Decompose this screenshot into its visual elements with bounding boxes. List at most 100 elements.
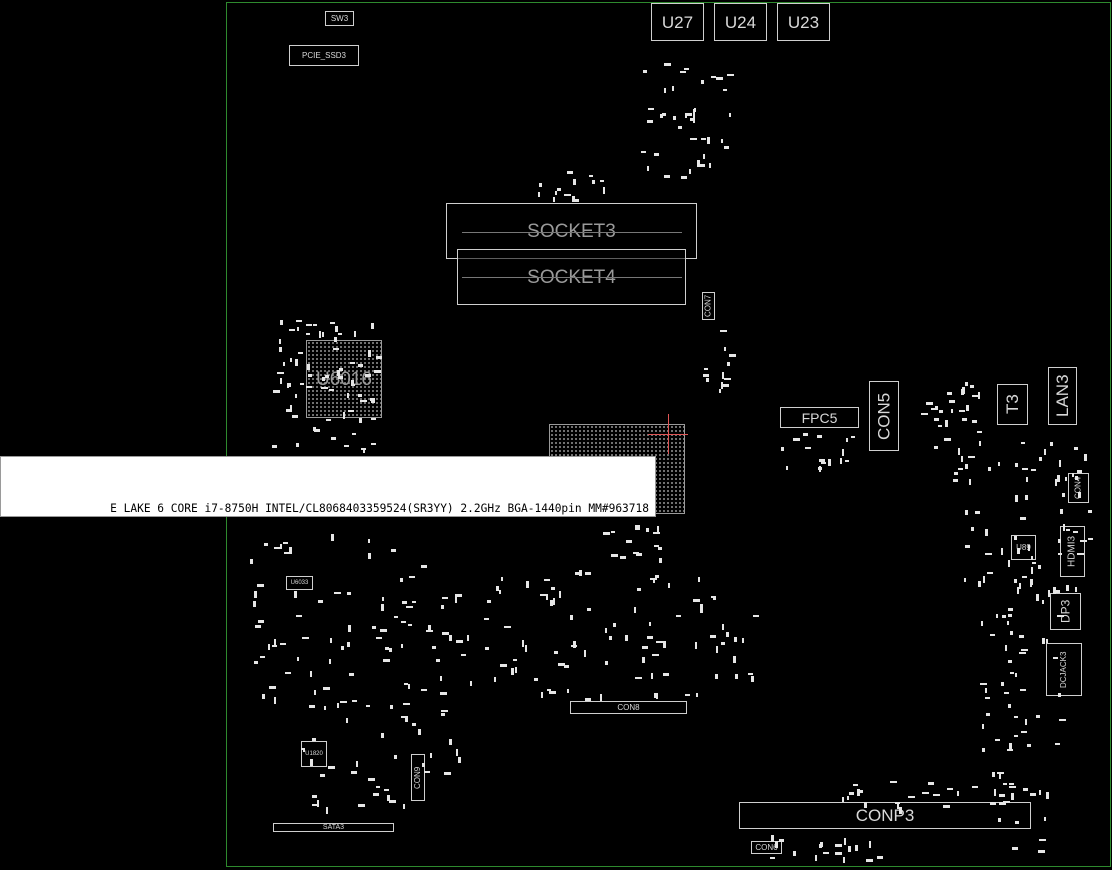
component-sata3[interactable]: SATA3 [273,823,394,832]
smd-pad [418,729,421,735]
smd-pad [290,405,292,410]
smd-pad [1020,689,1026,691]
smd-pad [647,636,653,639]
smd-pad [1010,672,1014,674]
smd-pad [326,419,331,421]
component-fpc5[interactable]: FPC5 [780,407,859,428]
component-con8[interactable]: CON8 [570,701,687,714]
smd-pad [969,479,971,485]
smd-pad [681,176,687,179]
smd-pad [330,638,332,643]
component-con7[interactable]: CON7 [702,292,715,320]
component-u89[interactable]: U89 [1011,535,1036,560]
smd-pad [389,648,392,652]
component-con6[interactable]: CON6 [751,841,782,854]
smd-pad [430,753,432,758]
smd-pad [382,597,384,601]
smd-pad [710,635,716,638]
smd-pad [1039,457,1042,461]
smd-pad [300,383,304,385]
component-pcie-ssd3[interactable]: PCIE_SSD3 [289,45,359,66]
smd-pad [312,738,316,741]
component-u23[interactable]: U23 [777,3,830,41]
smd-pad [779,839,784,842]
smd-pad [335,326,338,332]
smd-pad [400,578,403,582]
smd-pad [571,645,577,647]
smd-pad [847,796,849,800]
smd-pad [954,472,958,475]
smd-pad [274,547,281,549]
smd-pad [672,86,674,91]
smd-pad [859,790,863,793]
smd-pad [254,591,257,598]
smd-pad [693,599,700,602]
smd-pad [570,615,573,620]
smd-pad [1058,553,1062,555]
component-info-tooltip: E LAKE 6 CORE i7-8750H INTEL/CL806840335… [0,456,656,517]
component-hdmi3[interactable]: HDMI3 [1060,526,1085,577]
smd-pad [706,378,709,382]
component-conp3[interactable]: CONP3 [739,802,1031,829]
smd-pad [654,153,659,156]
smd-pad [279,347,282,352]
smd-pad [1042,638,1045,644]
smd-pad [957,791,959,796]
smd-pad [442,632,449,635]
component-con5[interactable]: CON5 [869,381,899,451]
smd-pad [526,581,529,588]
smd-pad [1057,475,1060,482]
smd-pad [704,368,708,370]
smd-pad [781,447,784,451]
smd-pad [693,116,695,123]
smd-pad [1072,473,1074,477]
component-dp3[interactable]: DP3 [1050,593,1081,630]
smd-pad [337,703,339,708]
smd-pad [844,838,846,845]
smd-pad [959,410,965,412]
smd-pad [324,706,326,710]
smd-pad [1075,587,1077,592]
component-u6033[interactable]: U6033 [286,576,313,590]
smd-pad [735,674,738,679]
smd-pad [660,114,663,118]
smd-pad [421,689,427,691]
smd-pad [573,179,576,185]
component-t3[interactable]: T3 [997,384,1028,425]
smd-pad [347,642,350,647]
smd-pad [1066,529,1070,531]
smd-pad [713,596,716,600]
smd-pad [553,197,555,202]
component-con9[interactable]: CON9 [411,754,425,801]
smd-pad [1031,469,1036,471]
smd-pad [347,592,351,595]
smd-pad [341,646,344,650]
smd-pad [587,608,591,611]
smd-pad [1026,477,1028,482]
smd-pad [1084,454,1087,461]
smd-pad [541,692,543,698]
smd-pad [726,632,729,637]
smd-pad [352,433,356,435]
component-dcjack3[interactable]: DCJACK3 [1046,643,1082,696]
smd-pad [513,659,517,661]
smd-pad [994,789,996,796]
smd-pad [651,673,653,679]
smd-pad [1077,553,1084,555]
smd-pad [972,395,978,397]
smd-pad [1031,567,1033,574]
smd-pad [642,646,648,649]
smd-pad [359,418,362,423]
component-u27[interactable]: U27 [651,3,704,41]
smd-pad [1059,460,1061,467]
smd-pad [1060,509,1063,514]
component-u24[interactable]: U24 [714,3,767,41]
smd-pad [1066,585,1069,591]
component-sw3[interactable]: SW3 [325,11,354,26]
component-lan3[interactable]: LAN3 [1048,367,1077,425]
smd-pad [842,449,844,456]
smd-pad [635,527,640,530]
component-con-small[interactable]: CON4 [1068,473,1089,503]
component-u1820[interactable]: U1820 [301,741,327,767]
component-u6016-label: U6016 [316,368,372,390]
